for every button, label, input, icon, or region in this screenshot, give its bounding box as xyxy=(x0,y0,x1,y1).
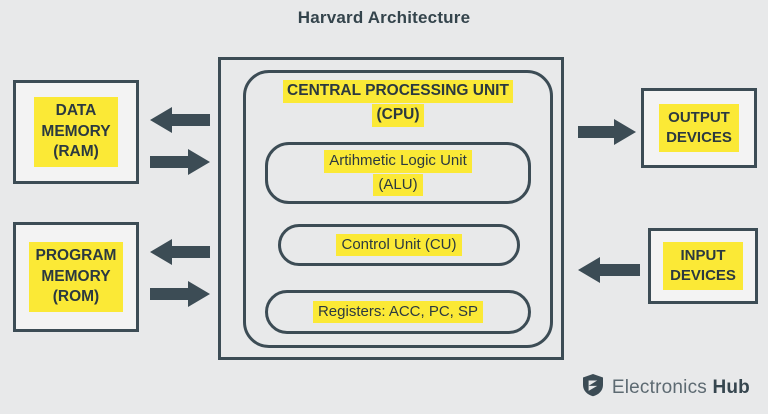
arrow-input-devices-to-cpu-icon xyxy=(578,254,640,286)
alu-block: Artihmetic Logic Unit (ALU) xyxy=(265,142,531,204)
arrow-data-memory-to-cpu-icon xyxy=(150,146,210,178)
program-memory-label: PROGRAM MEMORY (ROM) xyxy=(28,242,124,312)
input-devices-box: INPUT DEVICES xyxy=(648,228,758,304)
cpu-heading: CENTRAL PROCESSING UNIT (CPU) xyxy=(243,80,553,127)
watermark: Electronics Hub xyxy=(582,373,750,402)
program-memory-box: PROGRAM MEMORY (ROM) xyxy=(13,222,139,332)
alu-label-stack: Artihmetic Logic Unit (ALU) xyxy=(324,150,472,196)
arrow-cpu-to-output-devices-icon xyxy=(578,116,636,148)
output-devices-label: OUTPUT DEVICES xyxy=(659,104,739,152)
shield-icon xyxy=(582,373,604,402)
alu-label-line2: (ALU) xyxy=(373,173,423,196)
watermark-name-bold: Hub xyxy=(712,376,750,398)
registers-label: Registers: ACC, PC, SP xyxy=(312,300,484,324)
output-devices-box: OUTPUT DEVICES xyxy=(641,88,757,168)
arrow-cpu-to-data-memory-icon xyxy=(150,104,210,136)
data-memory-label: DATA MEMORY (RAM) xyxy=(34,97,118,167)
control-unit-block: Control Unit (CU) xyxy=(278,224,520,266)
input-devices-label: INPUT DEVICES xyxy=(663,242,743,290)
cpu-heading-line2: (CPU) xyxy=(372,103,424,127)
alu-label-line1: Artihmetic Logic Unit xyxy=(324,150,472,173)
arrow-cpu-to-program-memory-icon xyxy=(150,236,210,268)
cpu-heading-line1: CENTRAL PROCESSING UNIT xyxy=(283,80,513,103)
arrow-program-memory-to-cpu-icon xyxy=(150,278,210,310)
page-title: Harvard Architecture xyxy=(297,8,471,27)
data-memory-box: DATA MEMORY (RAM) xyxy=(13,80,139,184)
cpu-inner-container xyxy=(243,70,553,348)
watermark-text: Electronics Hub xyxy=(612,377,750,399)
control-unit-label: Control Unit (CU) xyxy=(336,233,462,257)
watermark-name-light: Electronics xyxy=(611,376,713,398)
registers-block: Registers: ACC, PC, SP xyxy=(265,290,531,334)
